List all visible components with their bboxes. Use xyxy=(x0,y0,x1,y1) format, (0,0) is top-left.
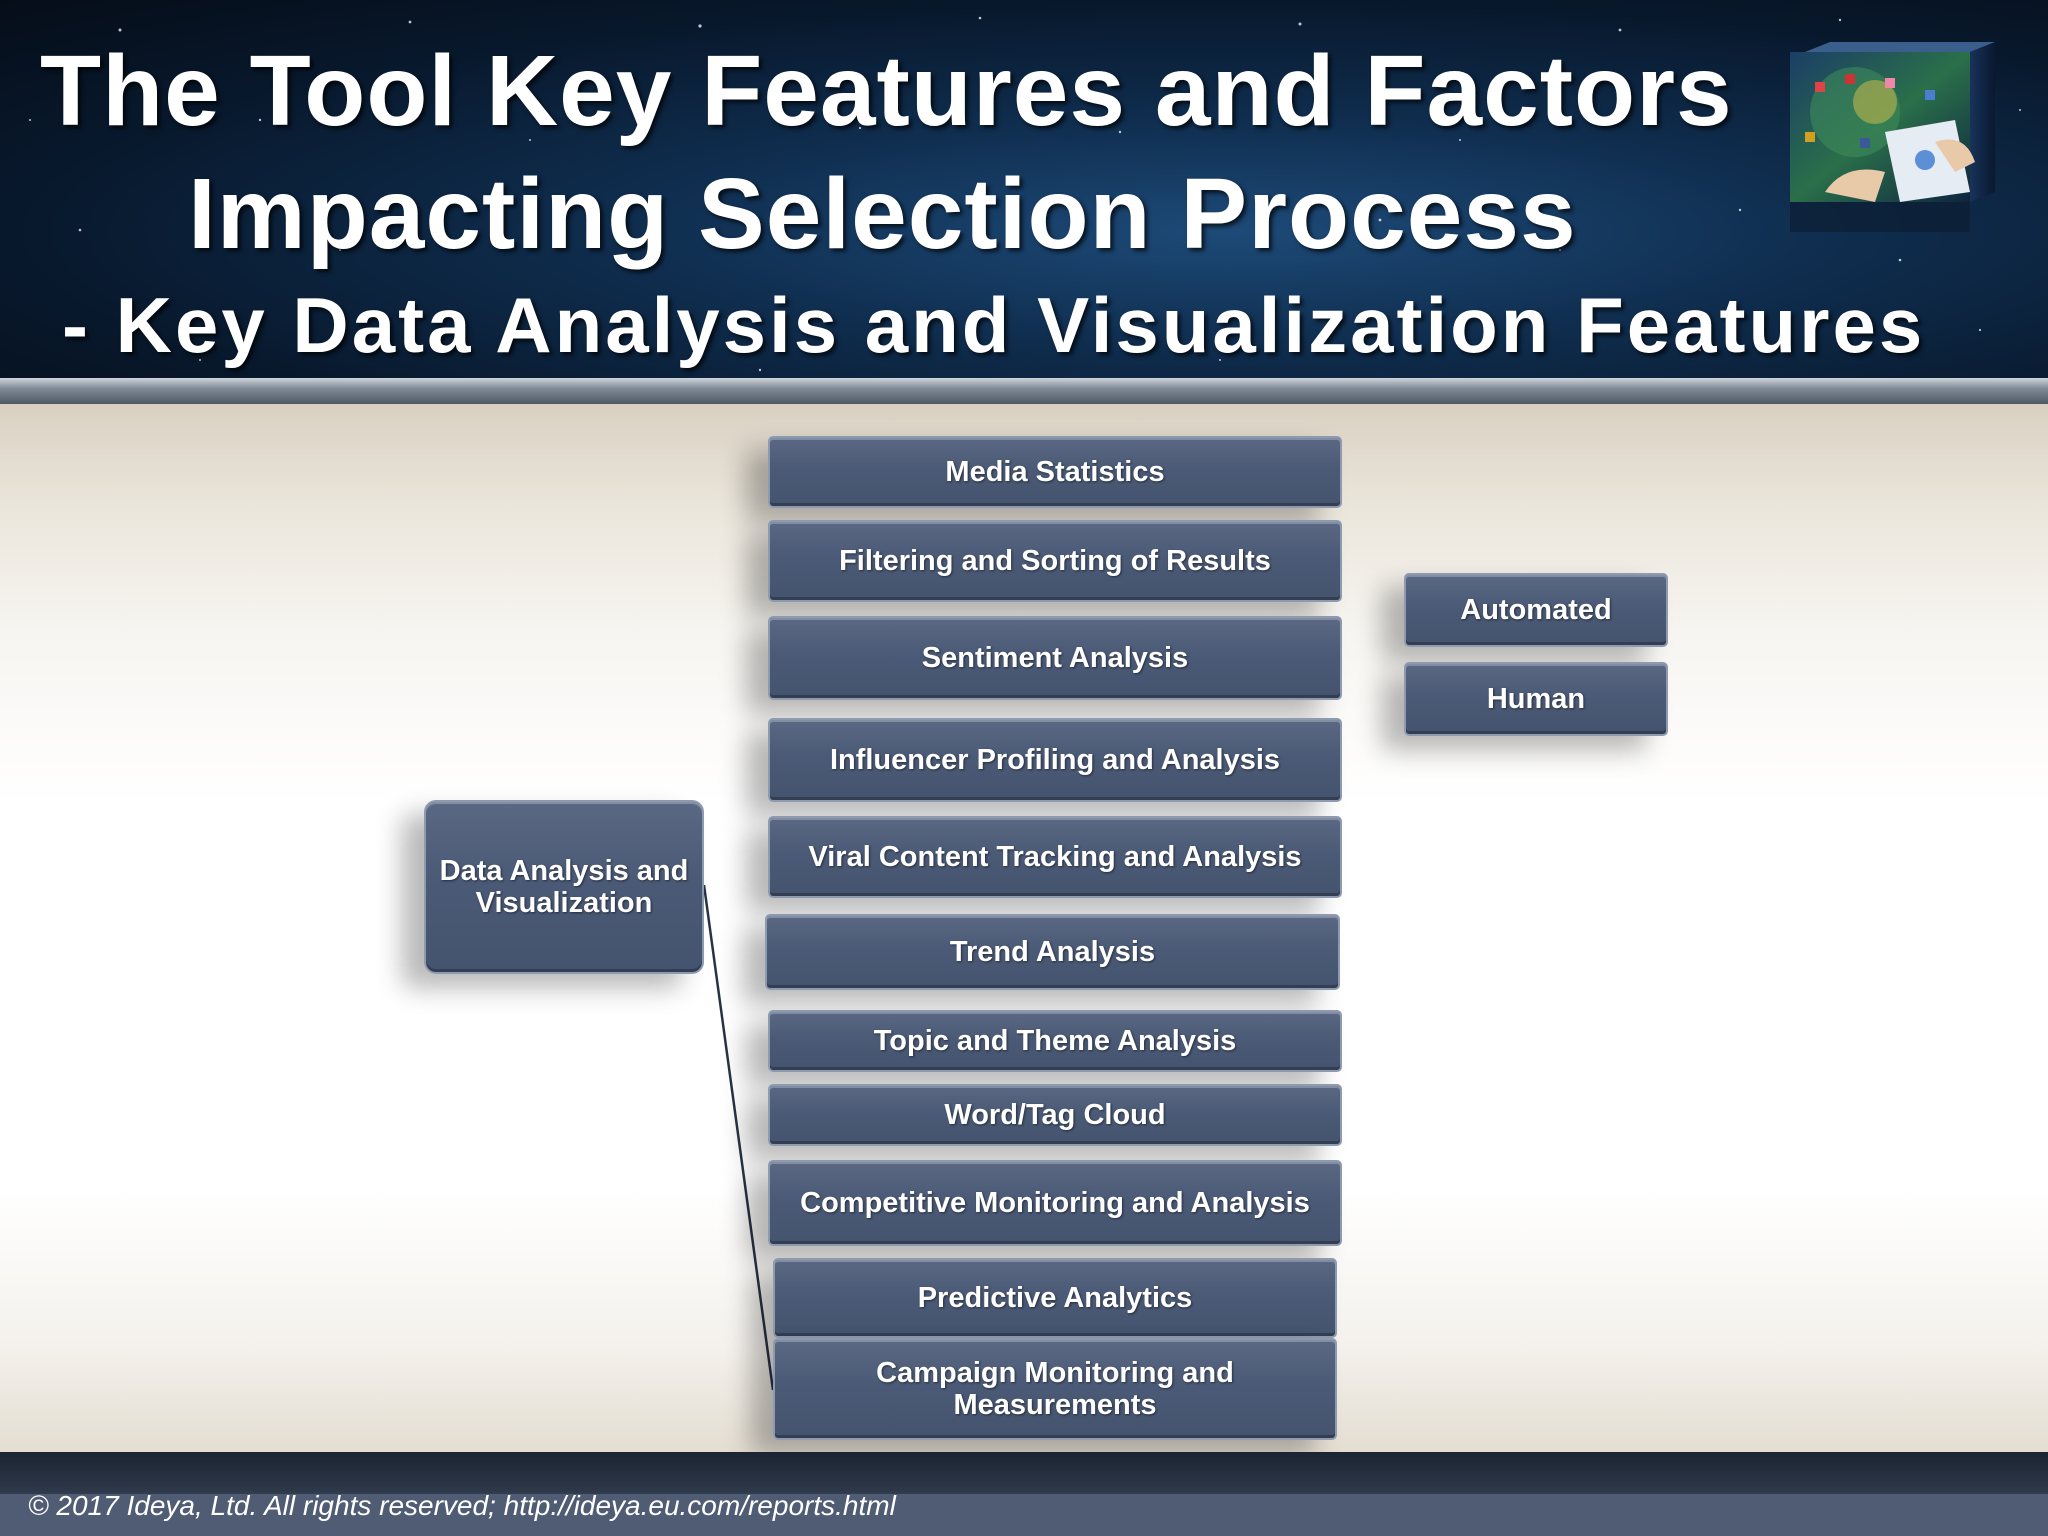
feature-label: Word/Tag Cloud xyxy=(944,1099,1166,1131)
footer-strip xyxy=(0,1494,2048,1536)
feature-label: Predictive Analytics xyxy=(917,1282,1193,1314)
feature-label: Media Statistics xyxy=(945,456,1165,488)
copyright-text: © 2017 Ideya, Ltd. All rights reserved; … xyxy=(28,1490,896,1521)
feature-label: Sentiment Analysis xyxy=(921,642,1189,674)
feature-label: Competitive Monitoring and Analysis xyxy=(800,1187,1310,1219)
feature-label: Influencer Profiling and Analysis xyxy=(829,744,1281,776)
root-node: Data Analysis and Visualization xyxy=(424,800,704,974)
sentiment-type-box-human: Human xyxy=(1404,662,1668,736)
feature-box-influencer-profiling-and-analysis: Influencer Profiling and Analysis xyxy=(768,718,1342,802)
social-media-cube-image xyxy=(1790,42,1995,232)
feature-box-viral-content-tracking-and-analysis: Viral Content Tracking and Analysis xyxy=(768,816,1342,898)
page-title-line-1: The Tool Key Features and Factors xyxy=(40,35,1733,147)
page-subtitle: - Key Data Analysis and Visualization Fe… xyxy=(62,281,1926,369)
root-node-label: Data Analysis and Visualization xyxy=(439,855,689,919)
feature-box-sentiment-analysis: Sentiment Analysis xyxy=(768,616,1342,700)
header-divider xyxy=(0,378,2048,404)
feature-box-word-tag-cloud: Word/Tag Cloud xyxy=(768,1084,1342,1146)
feature-label: Campaign Monitoring and Measurements xyxy=(876,1357,1234,1421)
footer-bar xyxy=(0,1452,2048,1536)
feature-box-predictive-analytics: Predictive Analytics xyxy=(773,1258,1337,1338)
feature-box-campaign-monitoring-and-measurements: Campaign Monitoring and Measurements xyxy=(773,1338,1337,1440)
sentiment-type-label: Human xyxy=(1486,683,1586,715)
title-banner: The Tool Key Features and Factors Impact… xyxy=(0,0,2048,386)
feature-box-topic-and-theme-analysis: Topic and Theme Analysis xyxy=(768,1010,1342,1072)
feature-label: Filtering and Sorting of Results xyxy=(839,545,1271,577)
feature-box-trend-analysis: Trend Analysis xyxy=(765,914,1340,990)
page-title-line-2: Impacting Selection Process xyxy=(188,158,1577,270)
sentiment-type-box-automated: Automated xyxy=(1404,573,1668,647)
feature-label: Viral Content Tracking and Analysis xyxy=(808,841,1302,873)
feature-label: Trend Analysis xyxy=(949,936,1156,968)
feature-box-competitive-monitoring-and-analysis: Competitive Monitoring and Analysis xyxy=(768,1160,1342,1246)
feature-box-filtering-and-sorting-of-results: Filtering and Sorting of Results xyxy=(768,520,1342,602)
sentiment-type-label: Automated xyxy=(1460,594,1612,626)
starfield-background xyxy=(29,16,2021,372)
feature-label: Topic and Theme Analysis xyxy=(873,1025,1237,1057)
feature-box-media-statistics: Media Statistics xyxy=(768,436,1342,508)
